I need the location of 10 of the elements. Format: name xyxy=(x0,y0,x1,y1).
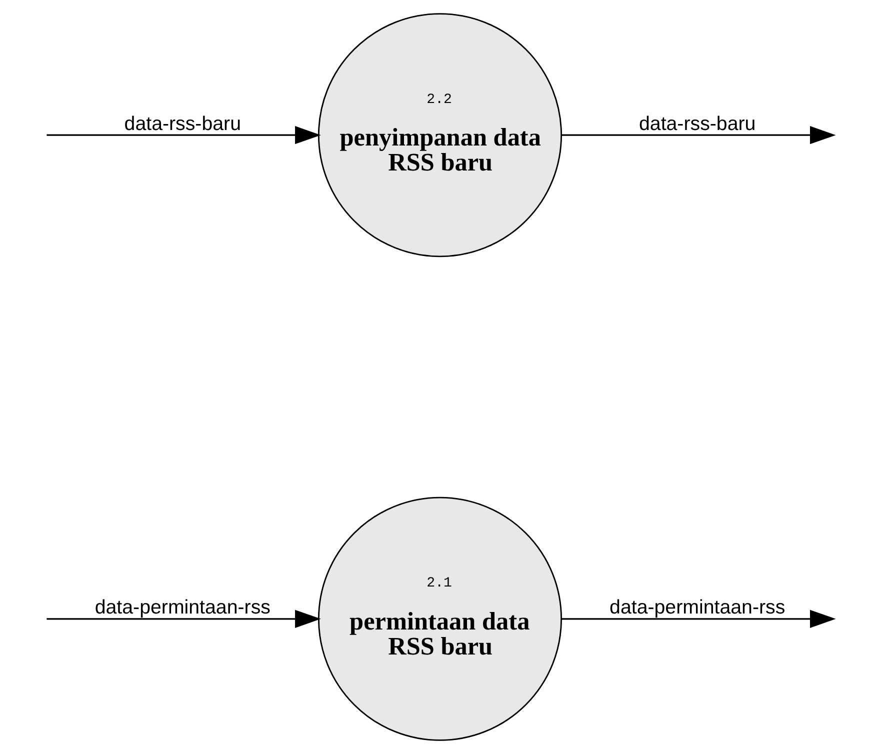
arrow xyxy=(46,610,321,628)
edge-label: data-rss-baru xyxy=(638,112,756,135)
edge-label: data-permintaan-rss xyxy=(94,596,270,619)
node-circle: 2.1 permintaan data RSS baru xyxy=(318,496,562,741)
arrow xyxy=(46,126,321,144)
node-circle: 2.2 penyimpanan data RSS baru xyxy=(318,13,562,258)
arrow xyxy=(562,610,836,628)
edge-label: data-rss-baru xyxy=(124,112,242,135)
arrow xyxy=(562,126,836,144)
edge-label: data-permintaan-rss xyxy=(610,596,786,619)
